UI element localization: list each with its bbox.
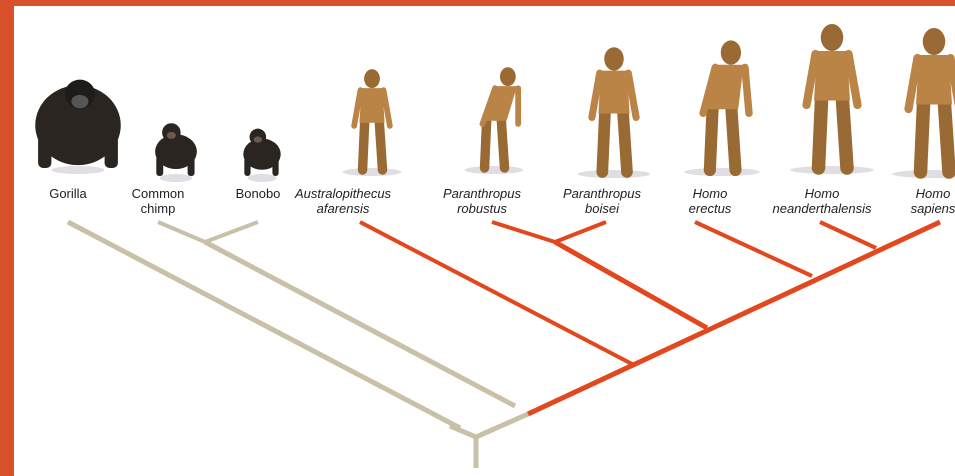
bonobo-figure-icon: [243, 129, 280, 182]
branch-root-fork: [450, 414, 528, 437]
taxon-label-line: Common: [132, 186, 185, 201]
branch-paranthropus-boisei: [555, 222, 606, 242]
branch-homo-erectus: [695, 222, 812, 276]
branch-paranthropus-robustus: [492, 222, 555, 242]
paranthropus-robustus-figure-icon: [465, 67, 524, 174]
taxon-label-line: Bonobo: [236, 186, 281, 201]
taxon-label-line: Homo: [911, 186, 955, 201]
taxon-label-line: Homo: [772, 186, 871, 201]
branch-common-chimp: [158, 222, 205, 242]
taxon-label-bonobo: Bonobo: [236, 186, 281, 201]
branch-bonobo: [205, 222, 258, 242]
species-figures: [35, 24, 955, 182]
homo-erectus-figure-icon: [684, 40, 760, 176]
taxon-label-line: Paranthropus: [563, 186, 641, 201]
taxon-label-line: sapiens: [911, 201, 955, 216]
taxon-label-line: neanderthalensis: [772, 201, 871, 216]
branch-gorilla: [68, 222, 460, 428]
taxon-label-line: robustus: [443, 201, 521, 216]
taxon-label-line: erectus: [689, 201, 732, 216]
neanderthal-figure-icon: [790, 24, 874, 174]
branch-paranthropus-stem: [555, 242, 707, 328]
taxon-label-gorilla: Gorilla: [49, 186, 87, 201]
gorilla-figure-icon: [35, 80, 121, 174]
chimpanzee-figure-icon: [155, 123, 197, 182]
australopithecus-figure-icon: [343, 69, 402, 176]
taxon-label-line: Paranthropus: [443, 186, 521, 201]
taxon-label-line: afarensis: [295, 201, 391, 216]
taxon-label-line: Homo: [689, 186, 732, 201]
homo-sapiens-figure-icon: [892, 28, 955, 178]
paranthropus-boisei-figure-icon: [578, 47, 651, 178]
taxon-label-line: boisei: [563, 201, 641, 216]
branch-australopithecus: [360, 222, 632, 364]
taxon-label-line: chimp: [132, 201, 185, 216]
branch-hominin-spine: [528, 222, 940, 414]
tree-branches: [68, 222, 940, 468]
branch-chimp-bonobo-stem: [205, 242, 515, 406]
taxon-label-line: Gorilla: [49, 186, 87, 201]
taxon-label-line: Australopithecus: [295, 186, 391, 201]
branch-homo-neanderthalensis: [820, 222, 876, 248]
